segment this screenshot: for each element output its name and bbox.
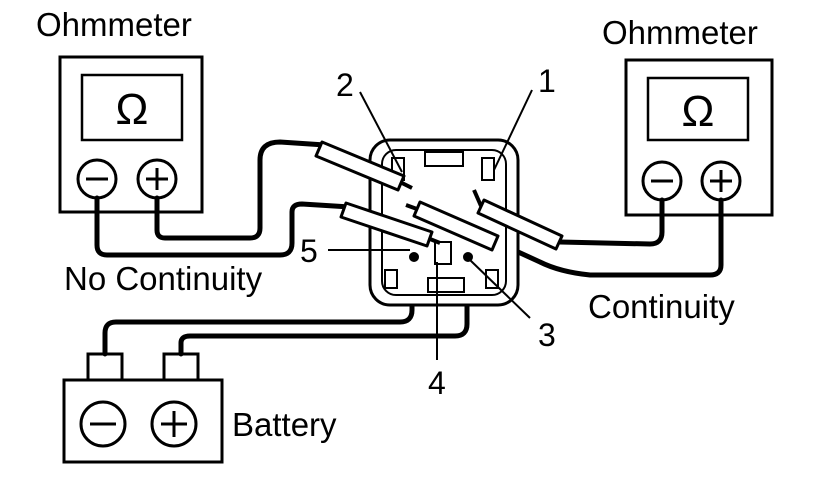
battery-negative-wire [102, 255, 415, 357]
wires [94, 139, 724, 357]
terminal-number-1: 1 [538, 63, 556, 99]
probes [314, 140, 564, 252]
terminal-number-3: 3 [538, 317, 556, 353]
battery-label: Battery [232, 406, 337, 443]
terminal-number-2: 2 [336, 67, 354, 103]
plus-icon [161, 411, 187, 437]
continuity-label: Continuity [588, 288, 735, 325]
left-meter-positive-wire [154, 139, 328, 241]
omega-icon: Ω [116, 85, 149, 134]
no-continuity-label: No Continuity [64, 260, 263, 297]
probe-terminal-5 [339, 201, 434, 248]
relay-pin-1 [481, 157, 495, 181]
relay-terminal-5-dot [409, 252, 419, 262]
right-ohmmeter: Ohmmeter Ω [602, 14, 774, 217]
left-ohmmeter-display [80, 73, 184, 142]
plus-icon [146, 168, 168, 190]
plus-icon [710, 170, 732, 192]
right-meter-positive-wire [489, 197, 724, 278]
relay-corner-pin-left [384, 269, 398, 289]
relay-bottom-slot [427, 277, 465, 293]
right-ohmmeter-display [646, 76, 750, 142]
probe-terminal-2 [314, 140, 406, 192]
probe-terminal-3 [412, 200, 500, 252]
left-meter-negative-wire [94, 195, 353, 258]
leader-terminal-2 [359, 91, 403, 173]
battery-positive-wire [178, 255, 470, 357]
relay-pin-4 [434, 241, 452, 265]
right-ohmmeter-title: Ohmmeter [602, 14, 758, 51]
terminal-number-5: 5 [300, 233, 318, 269]
omega-icon: Ω [682, 87, 715, 136]
leader-terminal-3 [469, 259, 531, 319]
leader-terminal-1 [493, 89, 533, 171]
terminal-number-4: 4 [428, 365, 446, 401]
battery-positive-post [162, 352, 200, 384]
probe-terminal-1 [476, 198, 564, 251]
leader-lines [328, 89, 533, 360]
battery-negative-post [86, 352, 124, 384]
relay-top-slot [424, 151, 464, 167]
battery: Battery [62, 352, 337, 464]
left-ohmmeter-title: Ohmmeter [36, 6, 192, 43]
right-meter-negative-wire [557, 197, 665, 247]
left-ohmmeter: Ohmmeter Ω [36, 6, 204, 214]
